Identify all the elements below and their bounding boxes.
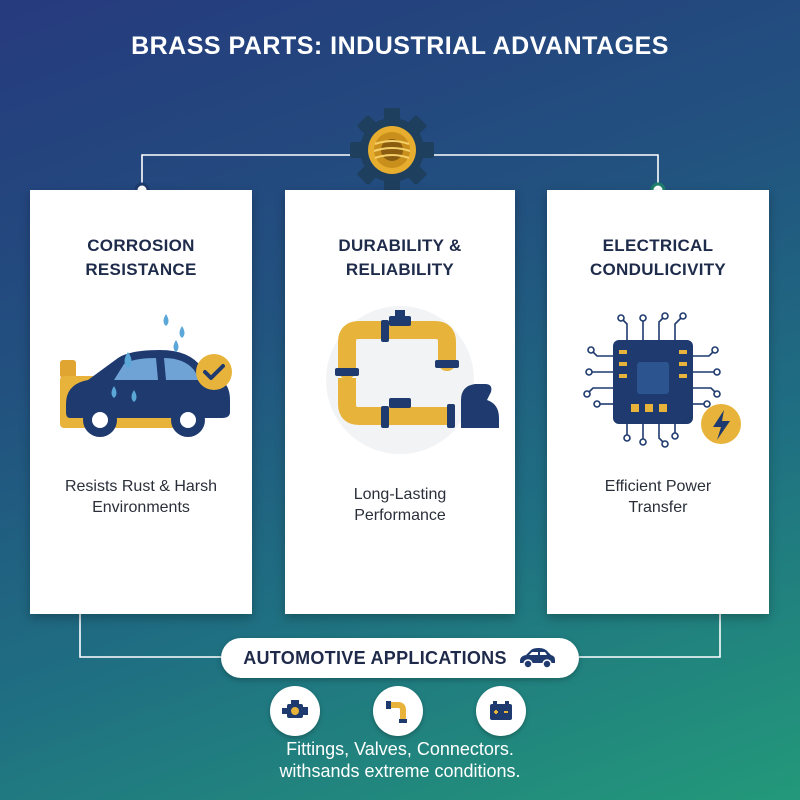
brass-pipes-icon [326, 306, 499, 454]
card-electrical-conductivity: ELECTRICAL CONDULICIVITY Efficient Power… [547, 190, 769, 614]
automotive-applications-banner: AUTOMOTIVE APPLICATIONS [221, 638, 579, 678]
card-description: Long-Lasting Performance [353, 486, 447, 524]
page-title: BRASS PARTS: INDUSTRIAL ADVANTAGES [131, 32, 669, 60]
brass-gear-icon [350, 108, 434, 192]
card-description: Resists Rust & Harsh Environments [64, 478, 218, 516]
car-water-drops-icon [60, 314, 232, 437]
card-durability-reliability: DURABILITY & RELIABILITY Long-Lasting Pe… [285, 190, 515, 614]
card-title: CORROSION RESISTANCE [85, 236, 197, 279]
car-icon [519, 648, 555, 669]
card-title: ELECTRICAL CONDULICIVITY [589, 236, 727, 279]
applications-label: AUTOMOTIVE APPLICATIONS [243, 647, 507, 668]
applications-footer: Fittings, Valves, Connectors. withsands … [279, 739, 521, 781]
circuit-chip-icon [583, 312, 741, 448]
pipe-fitting-icon [373, 686, 423, 736]
card-description: Efficient Power Transfer [604, 478, 712, 516]
engine-icon [270, 686, 320, 736]
card-title: DURABILITY & RELIABILITY [338, 236, 462, 279]
battery-icon [476, 686, 526, 736]
card-corrosion-resistance: CORROSION RESISTANCE Resists Rust & Hars… [30, 190, 252, 614]
